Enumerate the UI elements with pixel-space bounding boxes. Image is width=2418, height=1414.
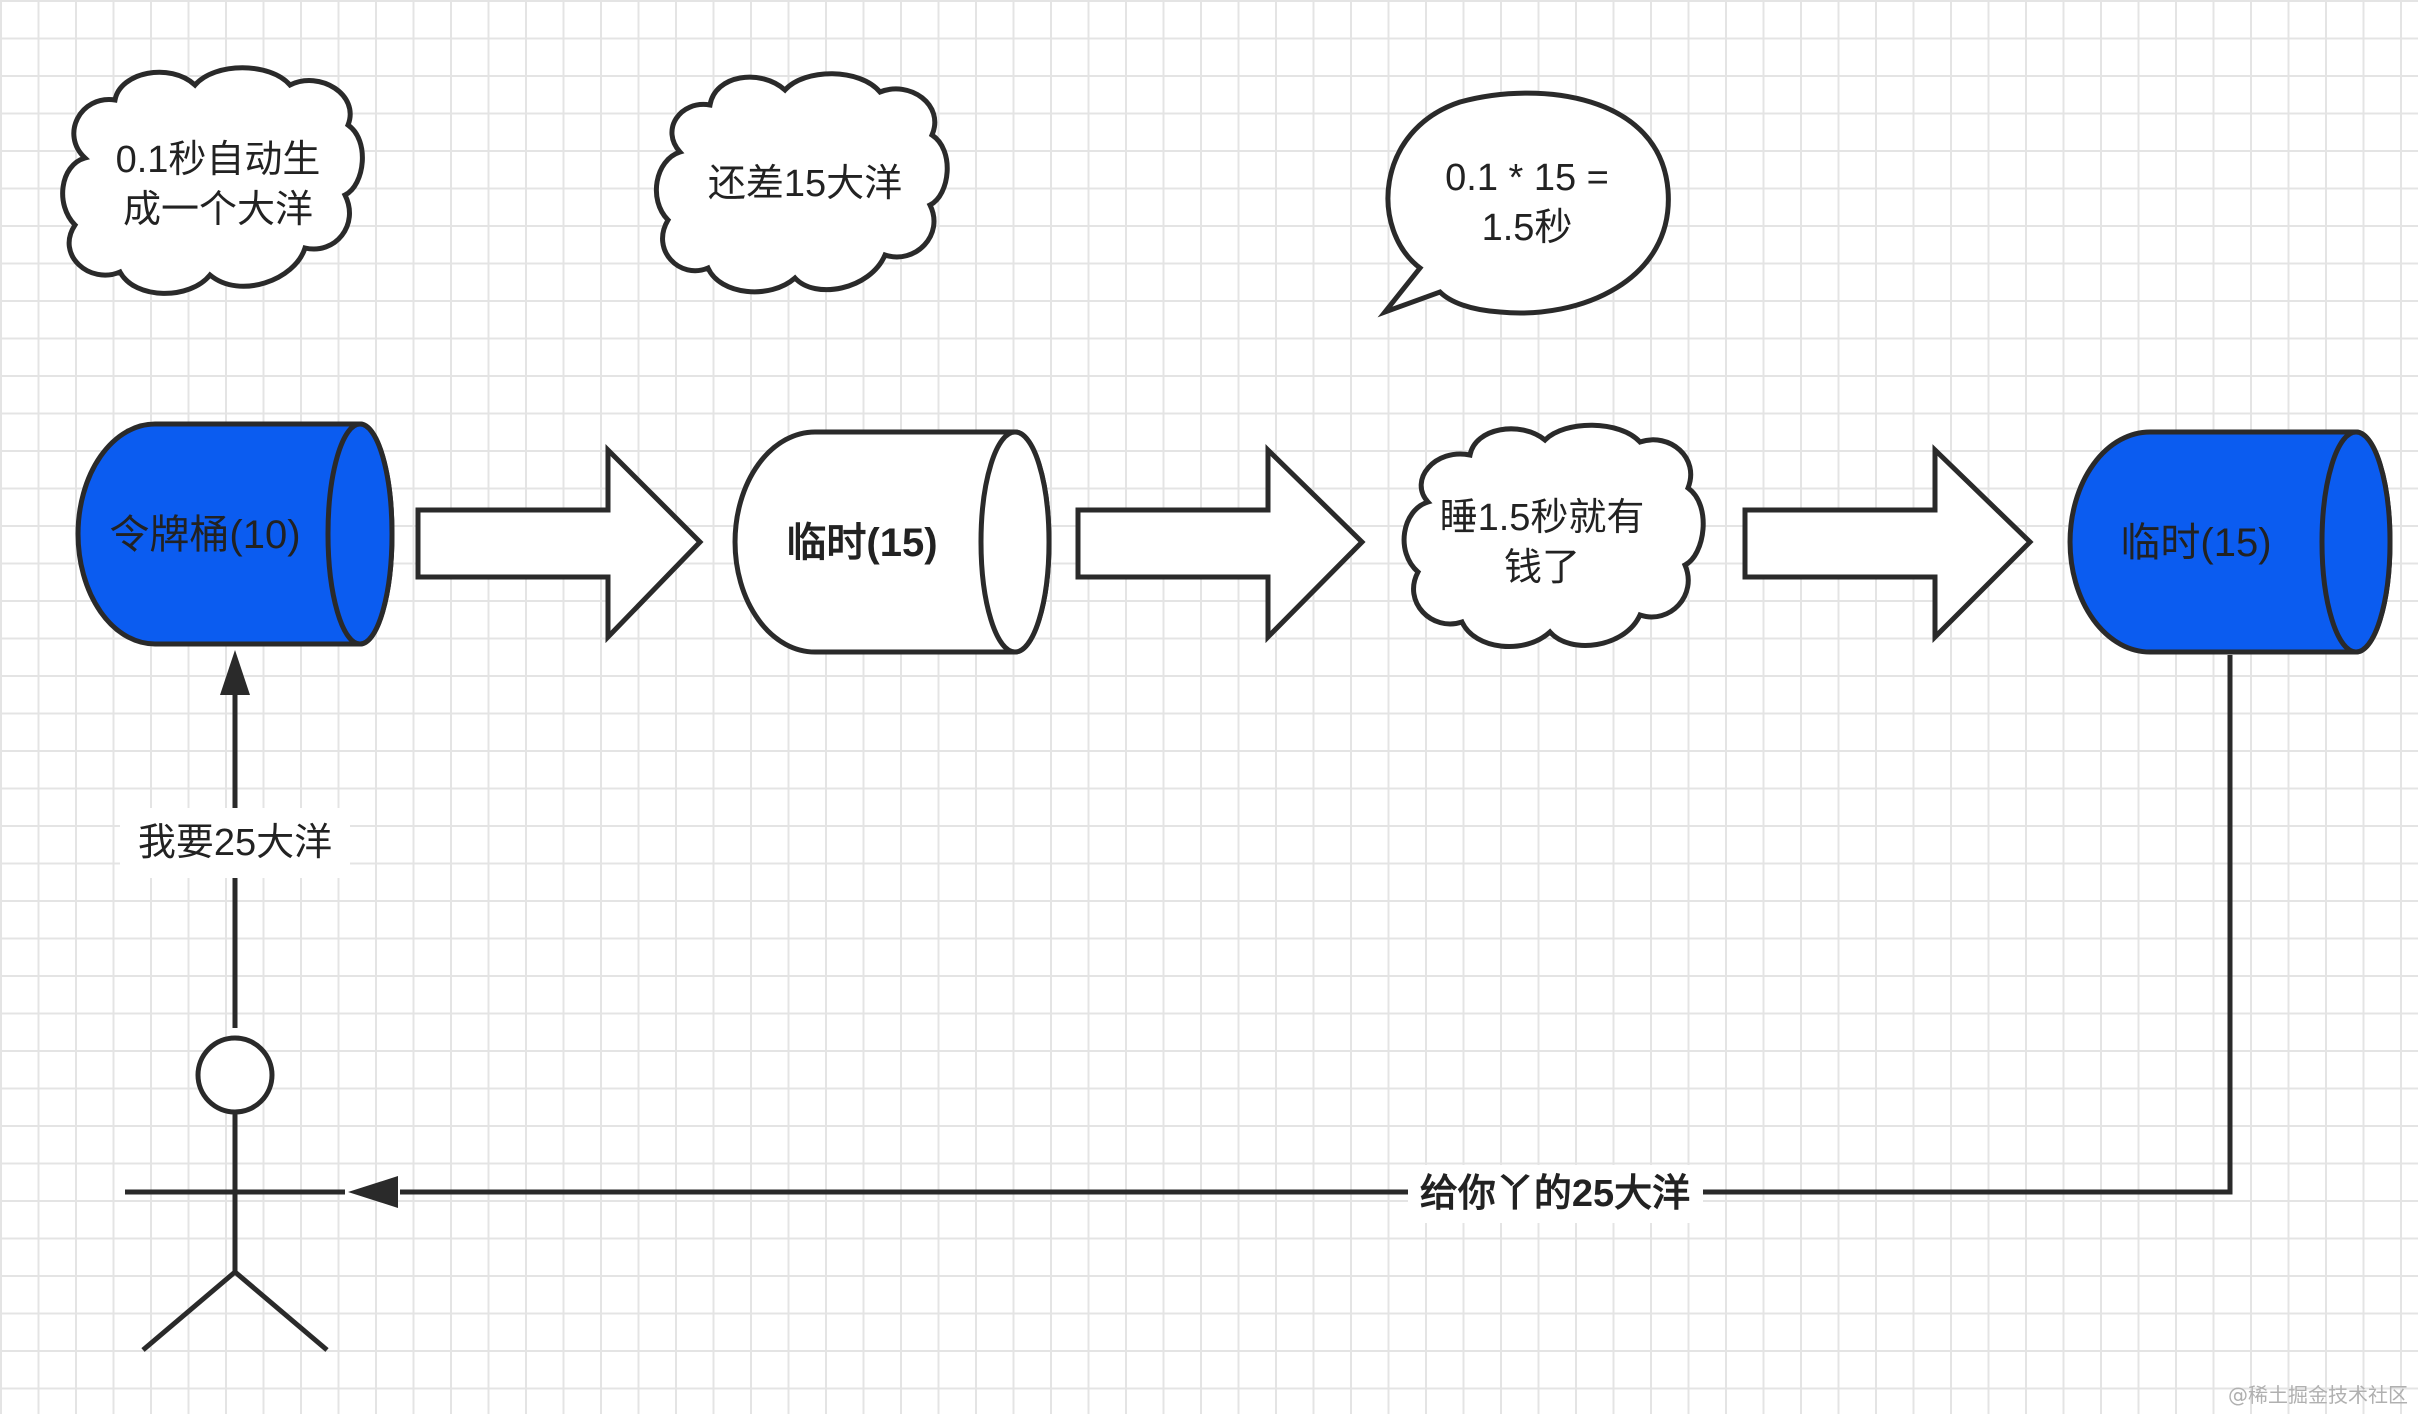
cylinder-temp-label: 临时(15) — [786, 521, 937, 565]
edge-request: 我要25大洋 — [120, 650, 350, 1028]
callout-calculation: 0.1 * 15 = 1.5秒 — [1377, 90, 1671, 318]
cloud-auto-generate: 0.1秒自动生 成一个大洋 — [60, 65, 365, 296]
edge-request-label: 我要25大洋 — [138, 822, 332, 864]
edge-give-back: 给你丫的25大洋 — [348, 655, 2233, 1223]
cylinder-temp-result-label: 临时(15) — [2120, 521, 2271, 565]
stick-figure-icon — [125, 1035, 345, 1352]
cylinder-token-bucket-label: 令牌桶(10) — [109, 513, 300, 557]
cylinder-token-bucket: 令牌桶(10) — [75, 421, 395, 647]
cloud-auto-generate-line2: 成一个大洋 — [123, 189, 313, 231]
watermark: @稀土掘金技术社区 — [2228, 1383, 2408, 1407]
callout-line2: 1.5秒 — [1482, 207, 1573, 249]
cylinder-temp: 临时(15) — [732, 429, 1052, 655]
cloud-sleep-line2: 钱了 — [1504, 547, 1580, 589]
flow-arrow-3 — [1742, 444, 2034, 644]
flow-arrow-1 — [415, 443, 704, 644]
cloud-auto-generate-line1: 0.1秒自动生 — [116, 139, 321, 181]
cylinder-temp-result: 临时(15) — [2067, 429, 2393, 655]
cloud-sleep: 睡1.5秒就有 钱了 — [1401, 422, 1706, 649]
edge-give-back-label: 给你丫的25大洋 — [1420, 1173, 1690, 1215]
flow-arrow-2 — [1075, 444, 1366, 644]
callout-line1: 0.1 * 15 = — [1445, 157, 1609, 199]
cloud-sleep-line1: 睡1.5秒就有 — [1440, 497, 1645, 539]
cloud-still-short: 还差15大洋 — [653, 71, 950, 295]
cloud-still-short-label: 还差15大洋 — [708, 163, 902, 205]
